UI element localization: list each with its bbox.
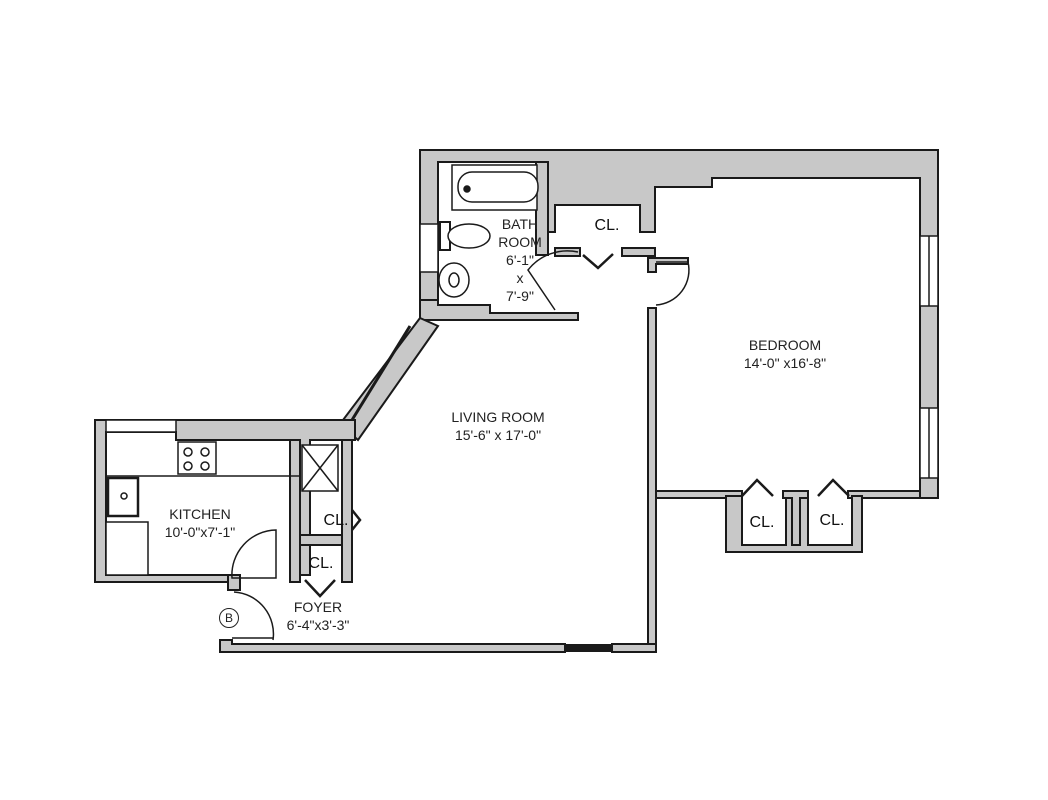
foyer-closet-door-lower	[304, 579, 336, 598]
bedroom-dims: 14'-0" x16'-8"	[743, 355, 827, 371]
wall-bottom	[219, 639, 566, 653]
living-room-name: LIVING ROOM	[451, 409, 545, 425]
wall-bath-closet-bottom-left	[554, 247, 581, 257]
kitchen-dims: 10'-0"x7'-1"	[164, 524, 236, 540]
bedroom-label: BEDROOM 14'-0" x16'-8"	[744, 336, 826, 372]
toilet-bowl	[447, 223, 491, 249]
bathroom-dims-line1: 6'-1"	[506, 252, 534, 268]
wall-diagonal	[338, 316, 440, 442]
wall-closet-divider	[782, 490, 809, 546]
bedroom-name: BEDROOM	[748, 337, 822, 353]
wall-foyer-closets-right	[341, 439, 353, 583]
stove	[177, 441, 217, 475]
balcony-door	[565, 644, 612, 652]
foyer-closet-upper-label: CL.	[323, 512, 349, 529]
bathroom-dims-line2: x	[516, 270, 524, 286]
bathtub	[457, 171, 539, 203]
living-room-dims: 15'-6" x 17'-0"	[454, 427, 542, 443]
foyer-dims: 6'-4"x3'-3"	[286, 617, 350, 633]
bedroom-closet-door-left	[741, 478, 774, 497]
window-diagonal	[350, 325, 412, 421]
refrigerator	[105, 521, 149, 576]
bedroom-closet-door-right	[817, 478, 850, 497]
entry-marker-b: B	[219, 608, 239, 628]
foyer-name: FOYER	[293, 599, 343, 615]
foyer-closet-door-upper	[351, 509, 362, 531]
wall-living-bedroom	[647, 307, 657, 653]
wall-foyer-closet-divider	[299, 534, 343, 546]
bathroom-label: BATH ROOM 6'-1" x 7'-9"	[498, 215, 542, 305]
kitchen-name: KITCHEN	[169, 506, 231, 522]
bathroom-name-line1: BATH	[501, 216, 539, 232]
window-bath	[419, 223, 439, 273]
foyer-label: FOYER 6'-4"x3'-3"	[287, 598, 350, 634]
wall-bottom-right	[611, 643, 657, 653]
bathroom-dims-line3: 7'-9"	[506, 288, 534, 304]
window-kitchen	[105, 419, 177, 433]
bedroom-closet-left-label: CL.	[749, 514, 775, 531]
living-room-label: LIVING ROOM 15'-6" x 17'-0"	[451, 408, 544, 444]
kitchen-label: KITCHEN 10'-0"x7'-1"	[165, 505, 236, 541]
wall-bath-bottom	[419, 299, 579, 321]
wall-foyer-closet	[289, 439, 301, 583]
foyer-closet-lower-label: CL.	[308, 555, 334, 572]
bath-closet-door	[582, 253, 614, 270]
wall-bedroom-door-jamb	[647, 257, 689, 273]
wall-bath-closet-bottom-right	[621, 247, 656, 257]
bedroom-closet-right-label: CL.	[819, 512, 845, 529]
bath-closet-label: CL.	[594, 217, 620, 234]
bathroom-name-line2: ROOM	[498, 234, 542, 250]
